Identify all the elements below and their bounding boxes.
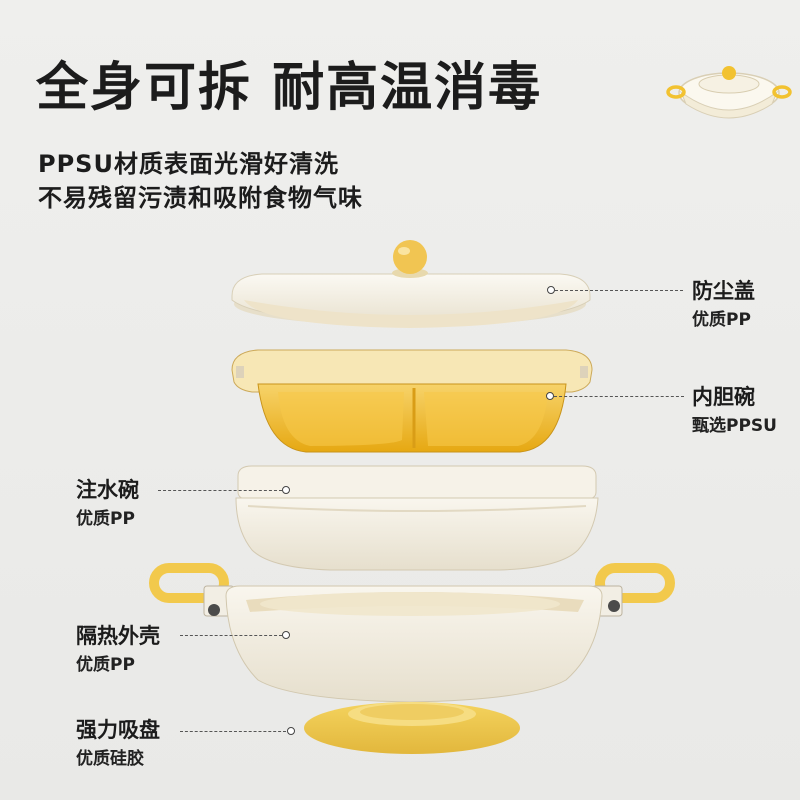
callout-dot-outer-shell [282, 631, 290, 639]
callout-line-water-bowl [158, 490, 282, 491]
label-inner-bowl: 内胆碗 甄选PPSU [692, 384, 777, 438]
water-injection-bowl [235, 465, 599, 571]
subtitle-line-1: PPSU材质表面光滑好清洗 [38, 150, 339, 178]
suction-base [304, 702, 520, 754]
insulated-outer-shell [149, 563, 675, 703]
part-name: 内胆碗 [692, 385, 755, 409]
callout-dot-suction-base [287, 727, 295, 735]
dust-cover-lid [231, 240, 591, 328]
part-material: 优质PP [76, 509, 135, 529]
part-name: 强力吸盘 [76, 718, 160, 742]
part-material: 优质PP [692, 310, 751, 330]
callout-line-suction-base [180, 731, 286, 732]
part-material: 优质硅胶 [76, 749, 144, 769]
part-name: 注水碗 [76, 478, 139, 502]
inner-bowl-ppsu [231, 349, 593, 453]
part-name: 防尘盖 [692, 279, 755, 303]
part-name: 隔热外壳 [76, 624, 160, 648]
callout-line-lid [555, 290, 683, 291]
label-outer-shell: 隔热外壳 优质PP [76, 623, 160, 677]
part-material: 优质PP [76, 655, 135, 675]
label-dust-cover: 防尘盖 优质PP [692, 278, 755, 332]
callout-line-outer-shell [180, 635, 282, 636]
part-material: 甄选PPSU [692, 416, 777, 436]
subtitle-line-2: 不易残留污渍和吸附食物气味 [38, 184, 363, 212]
callout-line-inner-bowl [554, 396, 684, 397]
page-title: 全身可拆 耐高温消毒 [36, 58, 543, 118]
thumbnail-bowl-icon [666, 66, 792, 119]
callout-dot-inner-bowl [546, 392, 554, 400]
callout-dot-lid [547, 286, 555, 294]
label-suction-base: 强力吸盘 优质硅胶 [76, 717, 160, 771]
label-water-bowl: 注水碗 优质PP [76, 477, 139, 531]
callout-dot-water-bowl [282, 486, 290, 494]
